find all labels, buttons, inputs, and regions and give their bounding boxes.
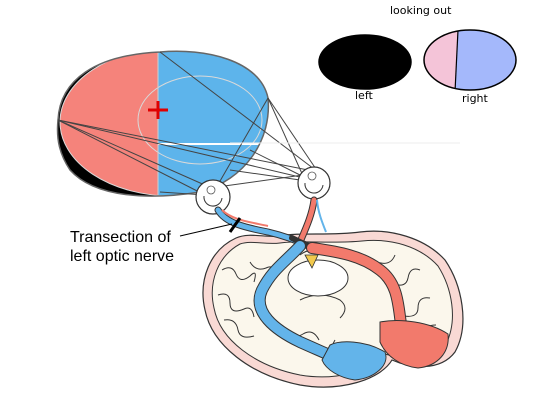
right-optic-radiation (307, 243, 407, 335)
left-optic-radiation (254, 241, 350, 367)
left-eye-label: left (355, 89, 373, 102)
left-visual-cortex (321, 341, 387, 381)
left-eye-view-ellipse (318, 34, 412, 90)
transection-label-line1: Transection of (70, 229, 171, 246)
right-eye-view-ellipse (423, 29, 517, 91)
right-eye-label: right (462, 92, 488, 105)
field-outline (56, 50, 270, 197)
right-visual-cortex (379, 320, 449, 369)
right-optic-nerve (297, 197, 317, 245)
looking-out-label: looking out (390, 4, 452, 17)
transection-label: Transection of left optic nerve (70, 228, 174, 266)
pituitary (304, 254, 319, 269)
optic-pathways (214, 196, 449, 381)
left-eye (195, 179, 231, 215)
left-optic-nerve-red (221, 209, 269, 227)
right-eye (297, 166, 331, 200)
fixation-cross (148, 101, 168, 119)
left-eye-view (318, 34, 412, 90)
midbrain (287, 259, 349, 297)
transection-label-line2: left optic nerve (70, 248, 175, 265)
transection-mark (179, 217, 242, 237)
